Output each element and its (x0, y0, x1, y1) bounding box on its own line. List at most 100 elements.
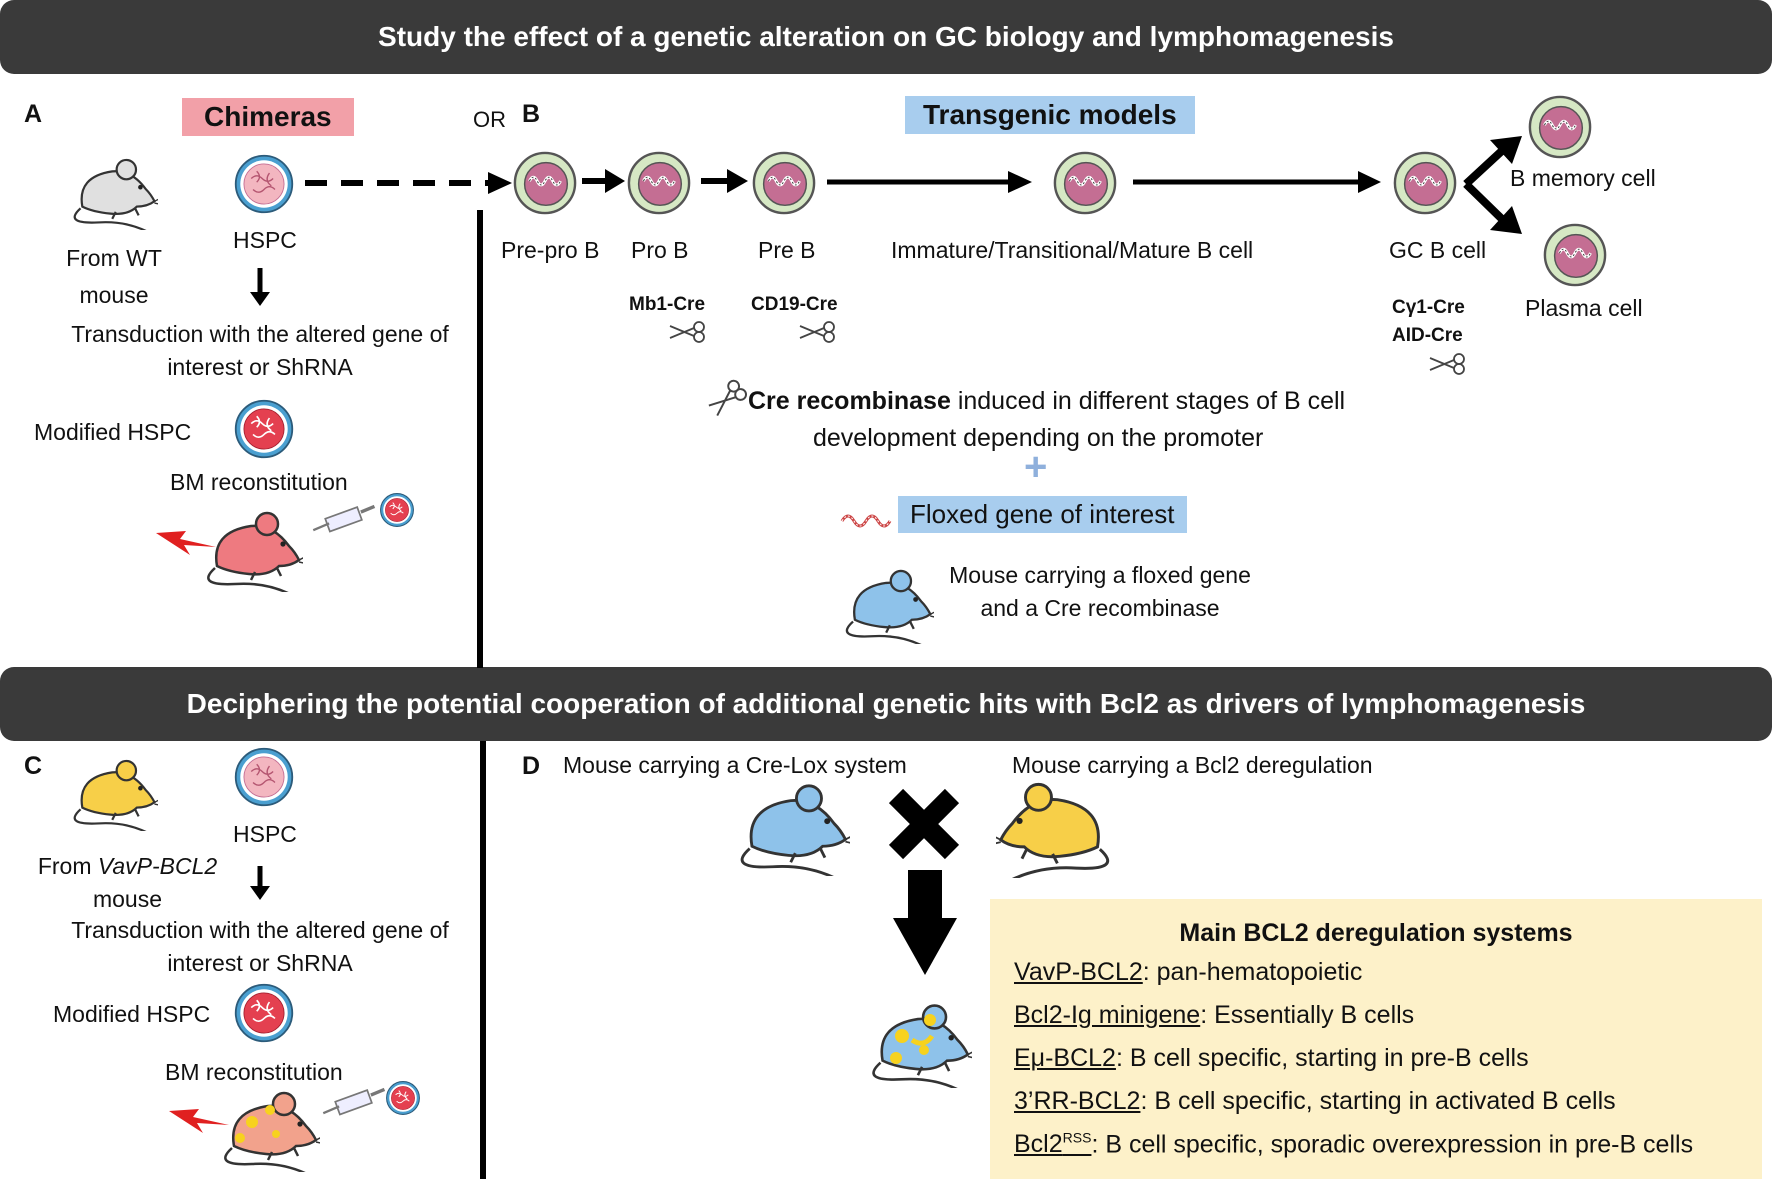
system-name: Bcl2 (1014, 1130, 1063, 1159)
divider-top (477, 210, 483, 668)
transduction-c-line1: Transduction with the altered gene of (71, 917, 449, 943)
cre-bold: Cre recombinase (748, 387, 951, 415)
syringe-icon (311, 504, 377, 534)
hspc-cell-c-icon (234, 747, 294, 807)
transduction-c-line2: interest or ShRNA (167, 949, 353, 976)
red-mouse-icon (207, 511, 303, 592)
transduction-a-line1: Transduction with the altered gene of (71, 321, 449, 347)
cre-text-line2: development depending on the promoter (813, 424, 1264, 452)
bm-reconstitution-a: BM reconstitution (170, 469, 348, 495)
cre-rest: induced in different stages of B cell (950, 387, 1346, 415)
middle-banner: Deciphering the potential cooperation of… (0, 667, 1772, 741)
scissors-gc-icon (1429, 353, 1465, 375)
memory-cell-label: B memory cell (1510, 165, 1656, 191)
crelox-mouse-label: Mouse carrying a Cre-Lox system (563, 752, 907, 778)
cell-mature-b (1053, 151, 1117, 215)
chimeras-label: Chimeras (182, 98, 354, 136)
stage-mature-b: Immature/Transitional/Mature B cell (891, 237, 1254, 263)
stage-gc-b: GC B cell (1389, 237, 1487, 263)
arrow-down-d (908, 870, 942, 920)
from-vavp-line1: From VavP-BCL2 (30, 852, 225, 881)
cell-gc-b (1393, 151, 1457, 215)
transduction-a: Transduction with the altered gene of in… (40, 320, 480, 382)
hspc-label-c: HSPC (233, 821, 297, 847)
transduction-c: Transduction with the altered gene of in… (40, 916, 480, 978)
from-wt-mouse: From WT mouse (54, 244, 174, 310)
cell-pro-b (627, 151, 691, 215)
system-name: Eμ-BCL2 (1014, 1044, 1116, 1072)
cross-icon (888, 788, 960, 860)
mouse-floxed-line1: Mouse carrying a floxed gene (949, 562, 1251, 588)
mb1-cre-label: Mb1-Cre (629, 294, 706, 315)
cell-memory-b (1528, 95, 1592, 159)
bcl2-system-row: Eμ-BCL2: B cell specific, starting in pr… (1014, 1044, 1529, 1073)
small-hspc-icon (380, 493, 414, 527)
letter-a: A (24, 100, 43, 128)
from-vavp-line2: mouse (92, 885, 163, 912)
scissors-mb1-icon (669, 321, 705, 343)
hspc-cell-icon (234, 154, 294, 214)
bm-reconstitution-c: BM reconstitution (165, 1059, 343, 1085)
bcl2-mouse-icon (996, 782, 1110, 878)
bcl2-system-row: 3’RR-BCL2: B cell specific, starting in … (1014, 1087, 1616, 1116)
stage-pro-b: Pro B (631, 237, 689, 263)
letter-c: C (24, 752, 43, 780)
system-name: Bcl2-Ig minigene (1014, 1001, 1201, 1029)
irradiation-icon (156, 531, 216, 555)
bcl2-systems-title: Main BCL2 deregulation systems (1179, 919, 1573, 947)
transduction-a-line2: interest or ShRNA (167, 353, 353, 380)
from-vavp-mouse: From VavP-BCL2 mouse (30, 852, 225, 914)
top-banner: Study the effect of a genetic alteration… (0, 0, 1772, 74)
vavp-mouse-icon (73, 759, 158, 831)
system-name-group: Bcl2RSS (1014, 1130, 1091, 1158)
cell-pre-b (752, 151, 816, 215)
from-vavp-pre: From (37, 853, 98, 879)
top-banner-text: Study the effect of a genetic alteration… (378, 21, 1394, 52)
transgenic-models-label: Transgenic models (905, 96, 1195, 134)
from-wt-line2: mouse (79, 281, 149, 308)
divider-bottom (480, 741, 486, 1179)
system-desc: : Essentially B cells (1200, 1001, 1415, 1029)
bcl2-mouse-label: Mouse carrying a Bcl2 deregulation (1012, 752, 1373, 778)
mouse-floxed-line2: and a Cre recombinase (980, 594, 1220, 621)
floxed-gene-label: Floxed gene of interest (898, 496, 1187, 533)
cd19-cre-label: CD19-Cre (751, 294, 838, 315)
modified-hspc-icon (234, 399, 294, 459)
stage-pre-pro-b: Pre-pro B (501, 237, 600, 263)
system-desc: : B cell specific, starting in activated… (1140, 1087, 1616, 1115)
plasma-cell-label: Plasma cell (1525, 295, 1643, 321)
hspc-label-a: HSPC (233, 227, 297, 253)
system-desc: : B cell specific, starting in pre-B cel… (1115, 1044, 1529, 1072)
mouse-floxed-text: Mouse carrying a floxed gene and a Cre r… (930, 561, 1270, 623)
scissors-cd19-icon (799, 321, 835, 343)
blue-mouse-b-icon (845, 569, 934, 644)
system-desc: : B cell specific, sporadic overexpressi… (1091, 1130, 1694, 1159)
crelox-mouse-icon (740, 784, 850, 876)
modified-hspc-c: Modified HSPC (53, 1001, 211, 1027)
bcl2-systems-box: Main BCL2 deregulation systems VavP-BCL2… (990, 899, 1762, 1179)
cell-pre-pro-b (513, 151, 577, 215)
offspring-mouse-icon (872, 1004, 972, 1088)
cre-text-line1: Cre recombinase induced in different sta… (748, 386, 1345, 417)
wt-mouse-icon (73, 158, 158, 230)
stage-pre-b: Pre B (758, 237, 816, 263)
plus-sign: + (1024, 445, 1048, 489)
system-name: 3’RR-BCL2 (1014, 1087, 1141, 1115)
bcl2-system-row: VavP-BCL2: pan-hematopoietic (1014, 958, 1362, 987)
system-sup: RSS (1062, 1130, 1092, 1146)
small-hspc-c-icon (386, 1081, 420, 1115)
syringe-c-icon (321, 1087, 387, 1117)
bcl2-system-row: Bcl2RSS: B cell specific, sporadic overe… (1014, 1130, 1693, 1159)
system-name: VavP-BCL2 (1014, 958, 1143, 986)
from-vavp-italic: VavP-BCL2 (97, 853, 218, 879)
system-desc: : pan-hematopoietic (1142, 958, 1363, 986)
from-wt-line1: From WT (66, 245, 162, 271)
cell-plasma (1543, 223, 1607, 287)
modified-hspc-a: Modified HSPC (34, 419, 192, 445)
scissors-cre-icon (705, 377, 750, 420)
irradiation-c-icon (169, 1109, 229, 1133)
bcl2-system-row: Bcl2-Ig minigene: Essentially B cells (1014, 1001, 1414, 1030)
aid-cre-label: AID-Cre (1392, 325, 1463, 346)
letter-d: D (522, 752, 541, 780)
